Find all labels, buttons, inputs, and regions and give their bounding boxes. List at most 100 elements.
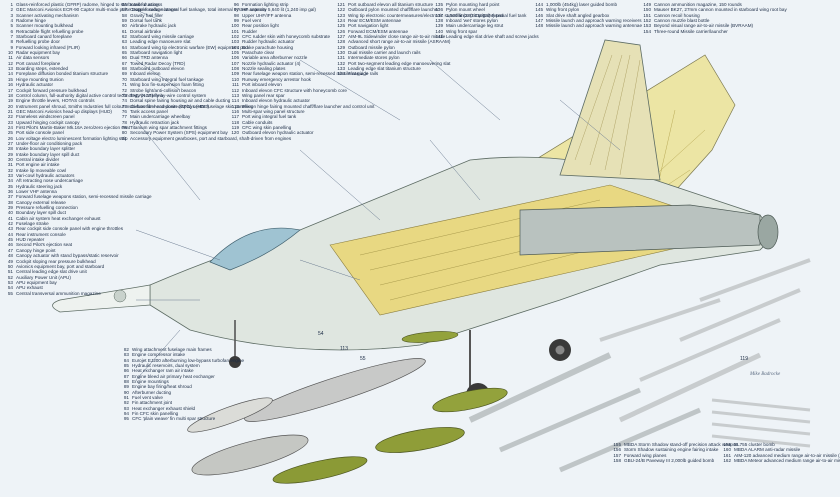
- legend-number: 90: [123, 389, 129, 395]
- legend-text: Port inboard elevon: [242, 82, 282, 88]
- legend-number: 133: [337, 66, 345, 72]
- callout-label: 54: [318, 331, 324, 337]
- legend-text: Fuselage strake: [16, 221, 49, 227]
- legend-number: 22: [7, 114, 13, 120]
- legend-text: Rear position light: [242, 23, 279, 29]
- legend-text: GEC Marconi Avionics ECR-90 Captor multi…: [16, 7, 178, 13]
- legend-text: Cockpit forward pressure bulkhead: [16, 87, 87, 93]
- legend-number: 59: [121, 18, 127, 24]
- storm-shadow-missile: [244, 358, 426, 422]
- legend-number: 65: [121, 50, 127, 56]
- legend-number: 93: [123, 405, 129, 411]
- legend-number: 67: [121, 60, 127, 66]
- legend-text: Engine throttle levers, HOTAS controls: [16, 98, 95, 104]
- legend-text: Leading edge slat titanium structure: [348, 66, 421, 72]
- nose-wheel: [229, 356, 241, 368]
- legend-number: 89: [123, 384, 129, 390]
- legend-text: Gravity fuel filler: [130, 12, 163, 18]
- legend-number: 85: [123, 363, 129, 369]
- legend-number: 40: [7, 210, 13, 216]
- legend-text: Engine bleed air primary heat exchanger: [132, 373, 215, 379]
- legend-text: Three-round Missile carrier/launcher: [654, 28, 728, 34]
- legend-text: GEC Marconi Avionics head-up displays (H…: [16, 108, 112, 114]
- alarm-missile: [187, 397, 273, 433]
- legend-number: 140: [435, 28, 443, 34]
- legend-number: 2: [10, 7, 13, 13]
- legend-text: Nozzle sealing plates: [242, 66, 286, 72]
- legend-number: 154: [643, 28, 651, 34]
- callout-label: 55: [360, 356, 366, 362]
- legend-number: 112: [231, 87, 239, 93]
- legend-number: 45: [7, 237, 13, 243]
- legend-number: 14: [7, 71, 13, 77]
- legend-number: 33: [7, 173, 13, 178]
- legend-number: 11: [8, 55, 13, 61]
- legend-number: 100: [231, 23, 239, 29]
- legend-text: Fuel vent valve: [132, 395, 163, 401]
- legend-text: 1,500 lit (330 imp gal) external fuel ta…: [446, 12, 527, 18]
- legend-text: Accessory equipment gearboxes, port and …: [130, 135, 292, 141]
- legend-number: 75: [121, 103, 127, 109]
- legend-number: 136: [435, 7, 443, 13]
- legend-number: 110: [231, 76, 239, 82]
- legend-text: Intake boundary layer spill duct: [16, 151, 80, 157]
- legend-text: Radome hinge: [16, 18, 46, 24]
- legend-number: 126: [337, 28, 345, 34]
- legend-number: 5: [10, 23, 13, 29]
- legend-text: Radar equipment bay: [16, 50, 60, 56]
- legend-number: 161: [723, 452, 731, 458]
- legend-number: 44: [7, 231, 13, 237]
- legend-number: 77: [121, 114, 127, 120]
- legend-text: Port outboard elevon all titanium struct…: [348, 2, 434, 7]
- legend-text: Under-floor air conditioning pack: [16, 140, 83, 146]
- legend-text: Engine mountings: [132, 379, 169, 385]
- legend-text: Wing front pylon: [546, 7, 580, 13]
- legend-text: Hinge mounting trunion: [16, 76, 64, 82]
- legend-number: 132: [337, 60, 345, 66]
- legend-text: Strobe light/anti-collision beacon: [130, 87, 197, 93]
- legend-number: 114: [231, 98, 239, 104]
- legend-text: Brake parachute housing: [242, 44, 294, 50]
- legend-number: 115: [231, 103, 239, 109]
- legend-number: 88: [123, 379, 129, 385]
- legend-text: Formation lighting strip: [242, 2, 289, 7]
- legend-number: 60: [121, 23, 127, 29]
- legend-number: 96: [233, 2, 239, 7]
- legend-text: Nozzle hydraulic actuator (4): [242, 60, 301, 66]
- legend-text: CFC rudder skin with honeycomb substrate: [242, 34, 331, 40]
- legend-number: 129: [337, 44, 345, 50]
- legend-text: Avionics equipment bay, port and starboa…: [16, 263, 105, 269]
- legend-text: 1,000lb (454kg) laser guided bomb: [546, 2, 617, 7]
